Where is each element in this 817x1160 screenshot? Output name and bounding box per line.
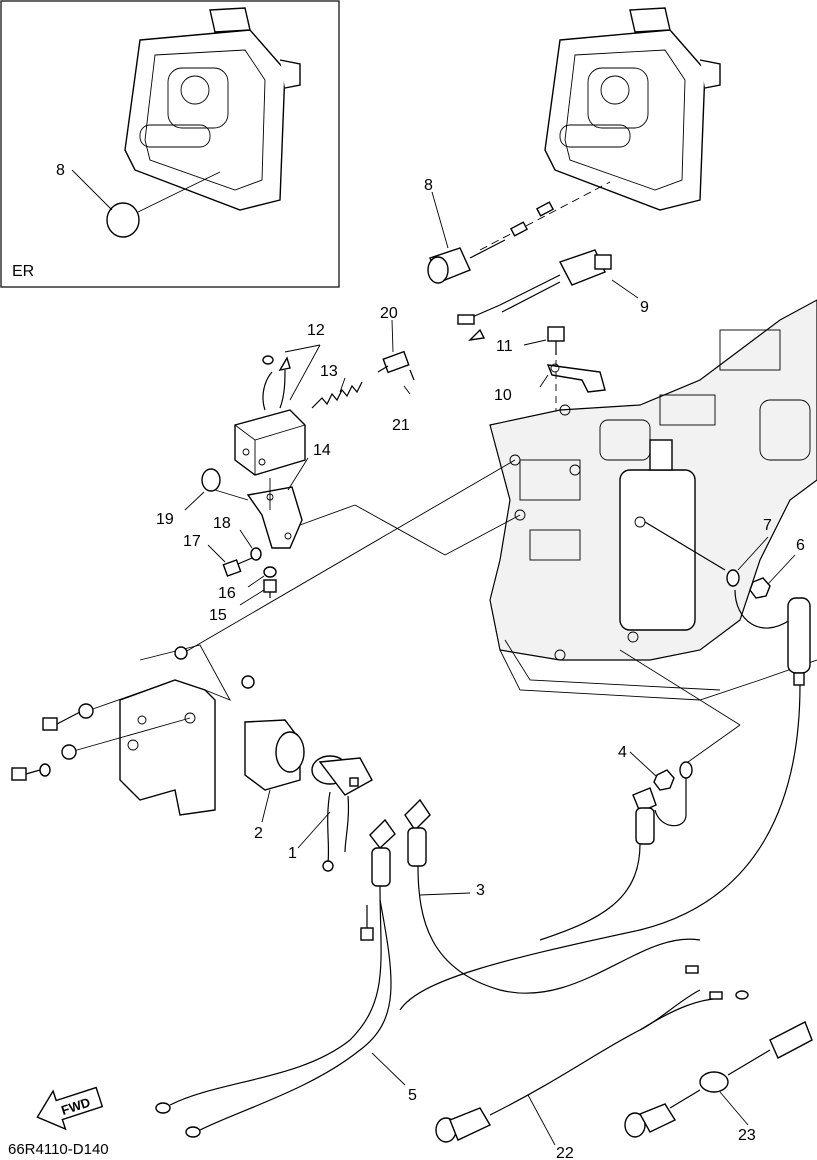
part-19-grommet <box>184 468 249 511</box>
part-15-bolt <box>239 579 277 606</box>
callout-3: 3 <box>476 882 485 899</box>
drawing-code: 66R4110-D140 <box>8 1141 109 1158</box>
part-1-relay <box>297 755 373 872</box>
callout-5: 5 <box>408 1087 417 1104</box>
part-3-cable <box>404 798 701 994</box>
main-cover <box>544 7 721 211</box>
part-6-nut <box>749 554 796 599</box>
inset-label: ER <box>12 263 34 280</box>
part-22-harness <box>435 965 749 1146</box>
callout-21: 21 <box>392 417 410 434</box>
part-20-screw <box>377 319 410 374</box>
part-13-spring <box>311 377 363 409</box>
callout-22: 22 <box>556 1145 574 1160</box>
callout-11: 11 <box>496 338 513 355</box>
part-16-washer <box>247 566 277 588</box>
inset-cover <box>124 7 301 211</box>
part-9-sensor <box>457 249 639 341</box>
part-5-cable <box>155 818 406 1138</box>
callout-4: 4 <box>618 744 627 761</box>
inset-plug <box>106 202 140 238</box>
callout-6: 6 <box>796 537 805 554</box>
callout-labels: 1 2 3 4 5 6 7 8 9 10 11 12 13 14 15 16 1… <box>156 177 805 1160</box>
part-14-bracket <box>246 457 309 549</box>
part-8-sensor <box>427 181 611 284</box>
part-21-pin <box>403 369 415 395</box>
part-4-nut <box>619 649 741 827</box>
callout-13: 13 <box>320 363 338 380</box>
cable-terminal <box>539 787 657 941</box>
callout-14: 14 <box>313 442 331 459</box>
part-18-washer <box>239 529 262 561</box>
callout-2: 2 <box>254 825 263 842</box>
callout-8: 8 <box>424 177 433 194</box>
callout-20: 20 <box>380 305 398 322</box>
part-2-holder <box>244 719 305 823</box>
part-17-bolt <box>207 544 253 577</box>
callout-17: 17 <box>183 533 201 550</box>
callout-16: 16 <box>218 585 236 602</box>
callout-1: 1 <box>288 845 297 862</box>
callout-10: 10 <box>494 387 512 404</box>
er-inset: 8 ER <box>0 0 340 288</box>
callout-7: 7 <box>763 517 772 534</box>
inset-callout-8: 8 <box>56 162 65 179</box>
callout-9: 9 <box>640 299 649 316</box>
callout-23: 23 <box>738 1127 756 1144</box>
part-10-clamp <box>539 363 606 393</box>
callout-18: 18 <box>213 515 231 532</box>
fwd-arrow: FWD <box>36 1086 104 1131</box>
starter-motor <box>619 469 696 631</box>
callout-19: 19 <box>156 511 174 528</box>
starter-cable <box>399 589 811 1011</box>
mounting-plate <box>11 644 255 816</box>
callout-15: 15 <box>209 607 227 624</box>
engine-block <box>489 299 817 701</box>
part-23-lead <box>624 1021 813 1138</box>
part-7-washer <box>726 536 769 587</box>
callout-12: 12 <box>307 322 325 339</box>
part-12-relay <box>234 344 321 476</box>
